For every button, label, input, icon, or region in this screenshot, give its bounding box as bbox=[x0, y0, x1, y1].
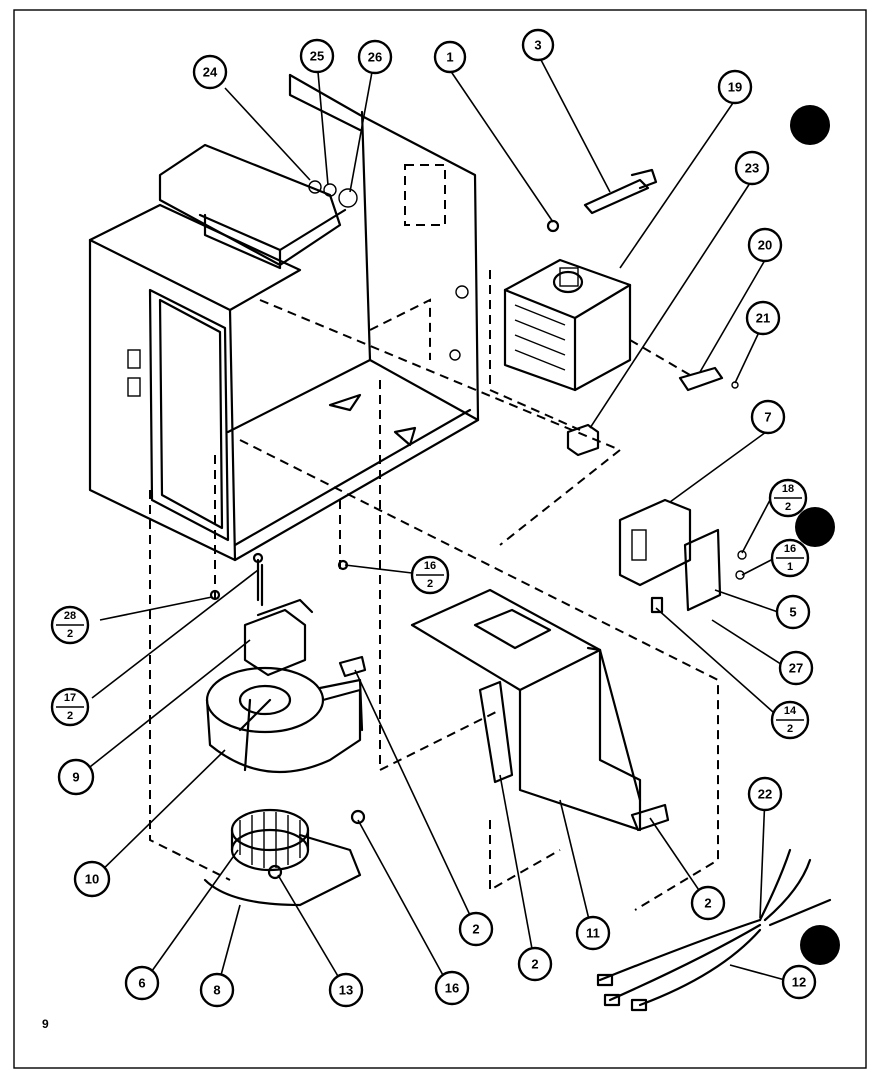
svg-text:13: 13 bbox=[339, 983, 353, 998]
callout-19: 19 bbox=[717, 69, 753, 105]
fraction-callout-17-2: 17 2 bbox=[50, 687, 90, 727]
wire-harness bbox=[596, 848, 832, 1012]
registration-dot bbox=[790, 105, 830, 145]
callout-2: 2 bbox=[458, 911, 494, 947]
svg-text:17: 17 bbox=[64, 692, 76, 704]
callout-26: 26 bbox=[357, 39, 393, 75]
page-border bbox=[13, 9, 867, 1069]
svg-text:20: 20 bbox=[758, 238, 772, 253]
svg-text:23: 23 bbox=[745, 161, 759, 176]
clip bbox=[338, 655, 367, 678]
svg-text:19: 19 bbox=[728, 80, 742, 95]
callout-3: 3 bbox=[521, 28, 555, 62]
svg-text:21: 21 bbox=[756, 311, 770, 326]
svg-text:1: 1 bbox=[787, 561, 793, 573]
callout-1: 1 bbox=[433, 40, 467, 74]
fraction-callout-28-2: 28 2 bbox=[50, 605, 90, 645]
callout-25: 25 bbox=[299, 38, 335, 74]
callout-9: 9 bbox=[57, 758, 95, 796]
callout-20: 20 bbox=[747, 227, 783, 263]
svg-text:22: 22 bbox=[758, 787, 772, 802]
callout-21: 21 bbox=[745, 300, 781, 336]
screw bbox=[350, 809, 366, 825]
callout-5: 5 bbox=[775, 594, 811, 630]
blower-housing bbox=[205, 666, 364, 774]
svg-text:2: 2 bbox=[531, 957, 538, 972]
svg-text:24: 24 bbox=[203, 65, 218, 80]
fan-motor bbox=[243, 563, 314, 677]
svg-text:28: 28 bbox=[64, 610, 76, 622]
svg-text:2: 2 bbox=[67, 710, 73, 722]
svg-text:16: 16 bbox=[424, 560, 436, 572]
svg-text:18: 18 bbox=[782, 483, 794, 495]
svg-text:1: 1 bbox=[446, 50, 453, 65]
svg-text:10: 10 bbox=[85, 872, 99, 887]
callout-13: 13 bbox=[328, 972, 364, 1008]
callout-27: 27 bbox=[778, 650, 814, 686]
registration-dot bbox=[795, 507, 835, 547]
cabinet-chassis bbox=[88, 73, 480, 562]
svg-text:7: 7 bbox=[764, 410, 771, 425]
svg-text:11: 11 bbox=[586, 926, 600, 941]
callout-6: 6 bbox=[124, 965, 160, 1001]
svg-text:5: 5 bbox=[789, 605, 796, 620]
callout-24: 24 bbox=[192, 54, 228, 90]
fan-blade bbox=[230, 808, 310, 872]
callout-23: 23 bbox=[734, 150, 770, 186]
callout-11: 11 bbox=[575, 915, 611, 951]
callout-8: 8 bbox=[199, 972, 235, 1008]
svg-text:2: 2 bbox=[785, 501, 791, 513]
svg-text:2: 2 bbox=[472, 922, 479, 937]
control-board bbox=[618, 498, 747, 614]
fraction-callout-18-2: 18 2 bbox=[768, 478, 808, 518]
callout-2: 2 bbox=[690, 885, 726, 921]
svg-text:8: 8 bbox=[213, 983, 220, 998]
fraction-callout-16-2: 16 2 bbox=[410, 555, 450, 595]
bracket bbox=[678, 366, 724, 392]
svg-text:9: 9 bbox=[72, 770, 79, 785]
callout-10: 10 bbox=[73, 860, 111, 898]
registration-dot bbox=[800, 925, 840, 965]
svg-text:12: 12 bbox=[792, 975, 806, 990]
callout-12: 12 bbox=[781, 964, 817, 1000]
svg-text:3: 3 bbox=[534, 38, 541, 53]
svg-text:26: 26 bbox=[368, 50, 382, 65]
leader-lines bbox=[75, 57, 788, 991]
callout-7: 7 bbox=[750, 399, 786, 435]
page-mark: 9 bbox=[42, 1017, 49, 1031]
thermal-cutout bbox=[566, 423, 600, 457]
svg-text:14: 14 bbox=[784, 705, 797, 717]
svg-text:2: 2 bbox=[704, 896, 711, 911]
fraction-callout-14-2: 14 2 bbox=[770, 700, 810, 740]
fraction-callout-16-1: 16 1 bbox=[770, 538, 810, 578]
svg-text:25: 25 bbox=[310, 49, 324, 64]
callout-22: 22 bbox=[747, 776, 783, 812]
air-duct bbox=[410, 588, 670, 832]
svg-text:2: 2 bbox=[787, 723, 793, 735]
svg-text:16: 16 bbox=[784, 543, 796, 555]
svg-text:2: 2 bbox=[427, 578, 433, 590]
hv-diode bbox=[583, 168, 658, 215]
callout-2: 2 bbox=[517, 946, 553, 982]
svg-text:16: 16 bbox=[445, 981, 459, 996]
svg-text:2: 2 bbox=[67, 628, 73, 640]
magnetron bbox=[503, 258, 632, 392]
svg-text:6: 6 bbox=[138, 976, 145, 991]
svg-text:27: 27 bbox=[789, 661, 803, 676]
fan-base-plate bbox=[203, 833, 362, 907]
callout-16: 16 bbox=[434, 970, 470, 1006]
